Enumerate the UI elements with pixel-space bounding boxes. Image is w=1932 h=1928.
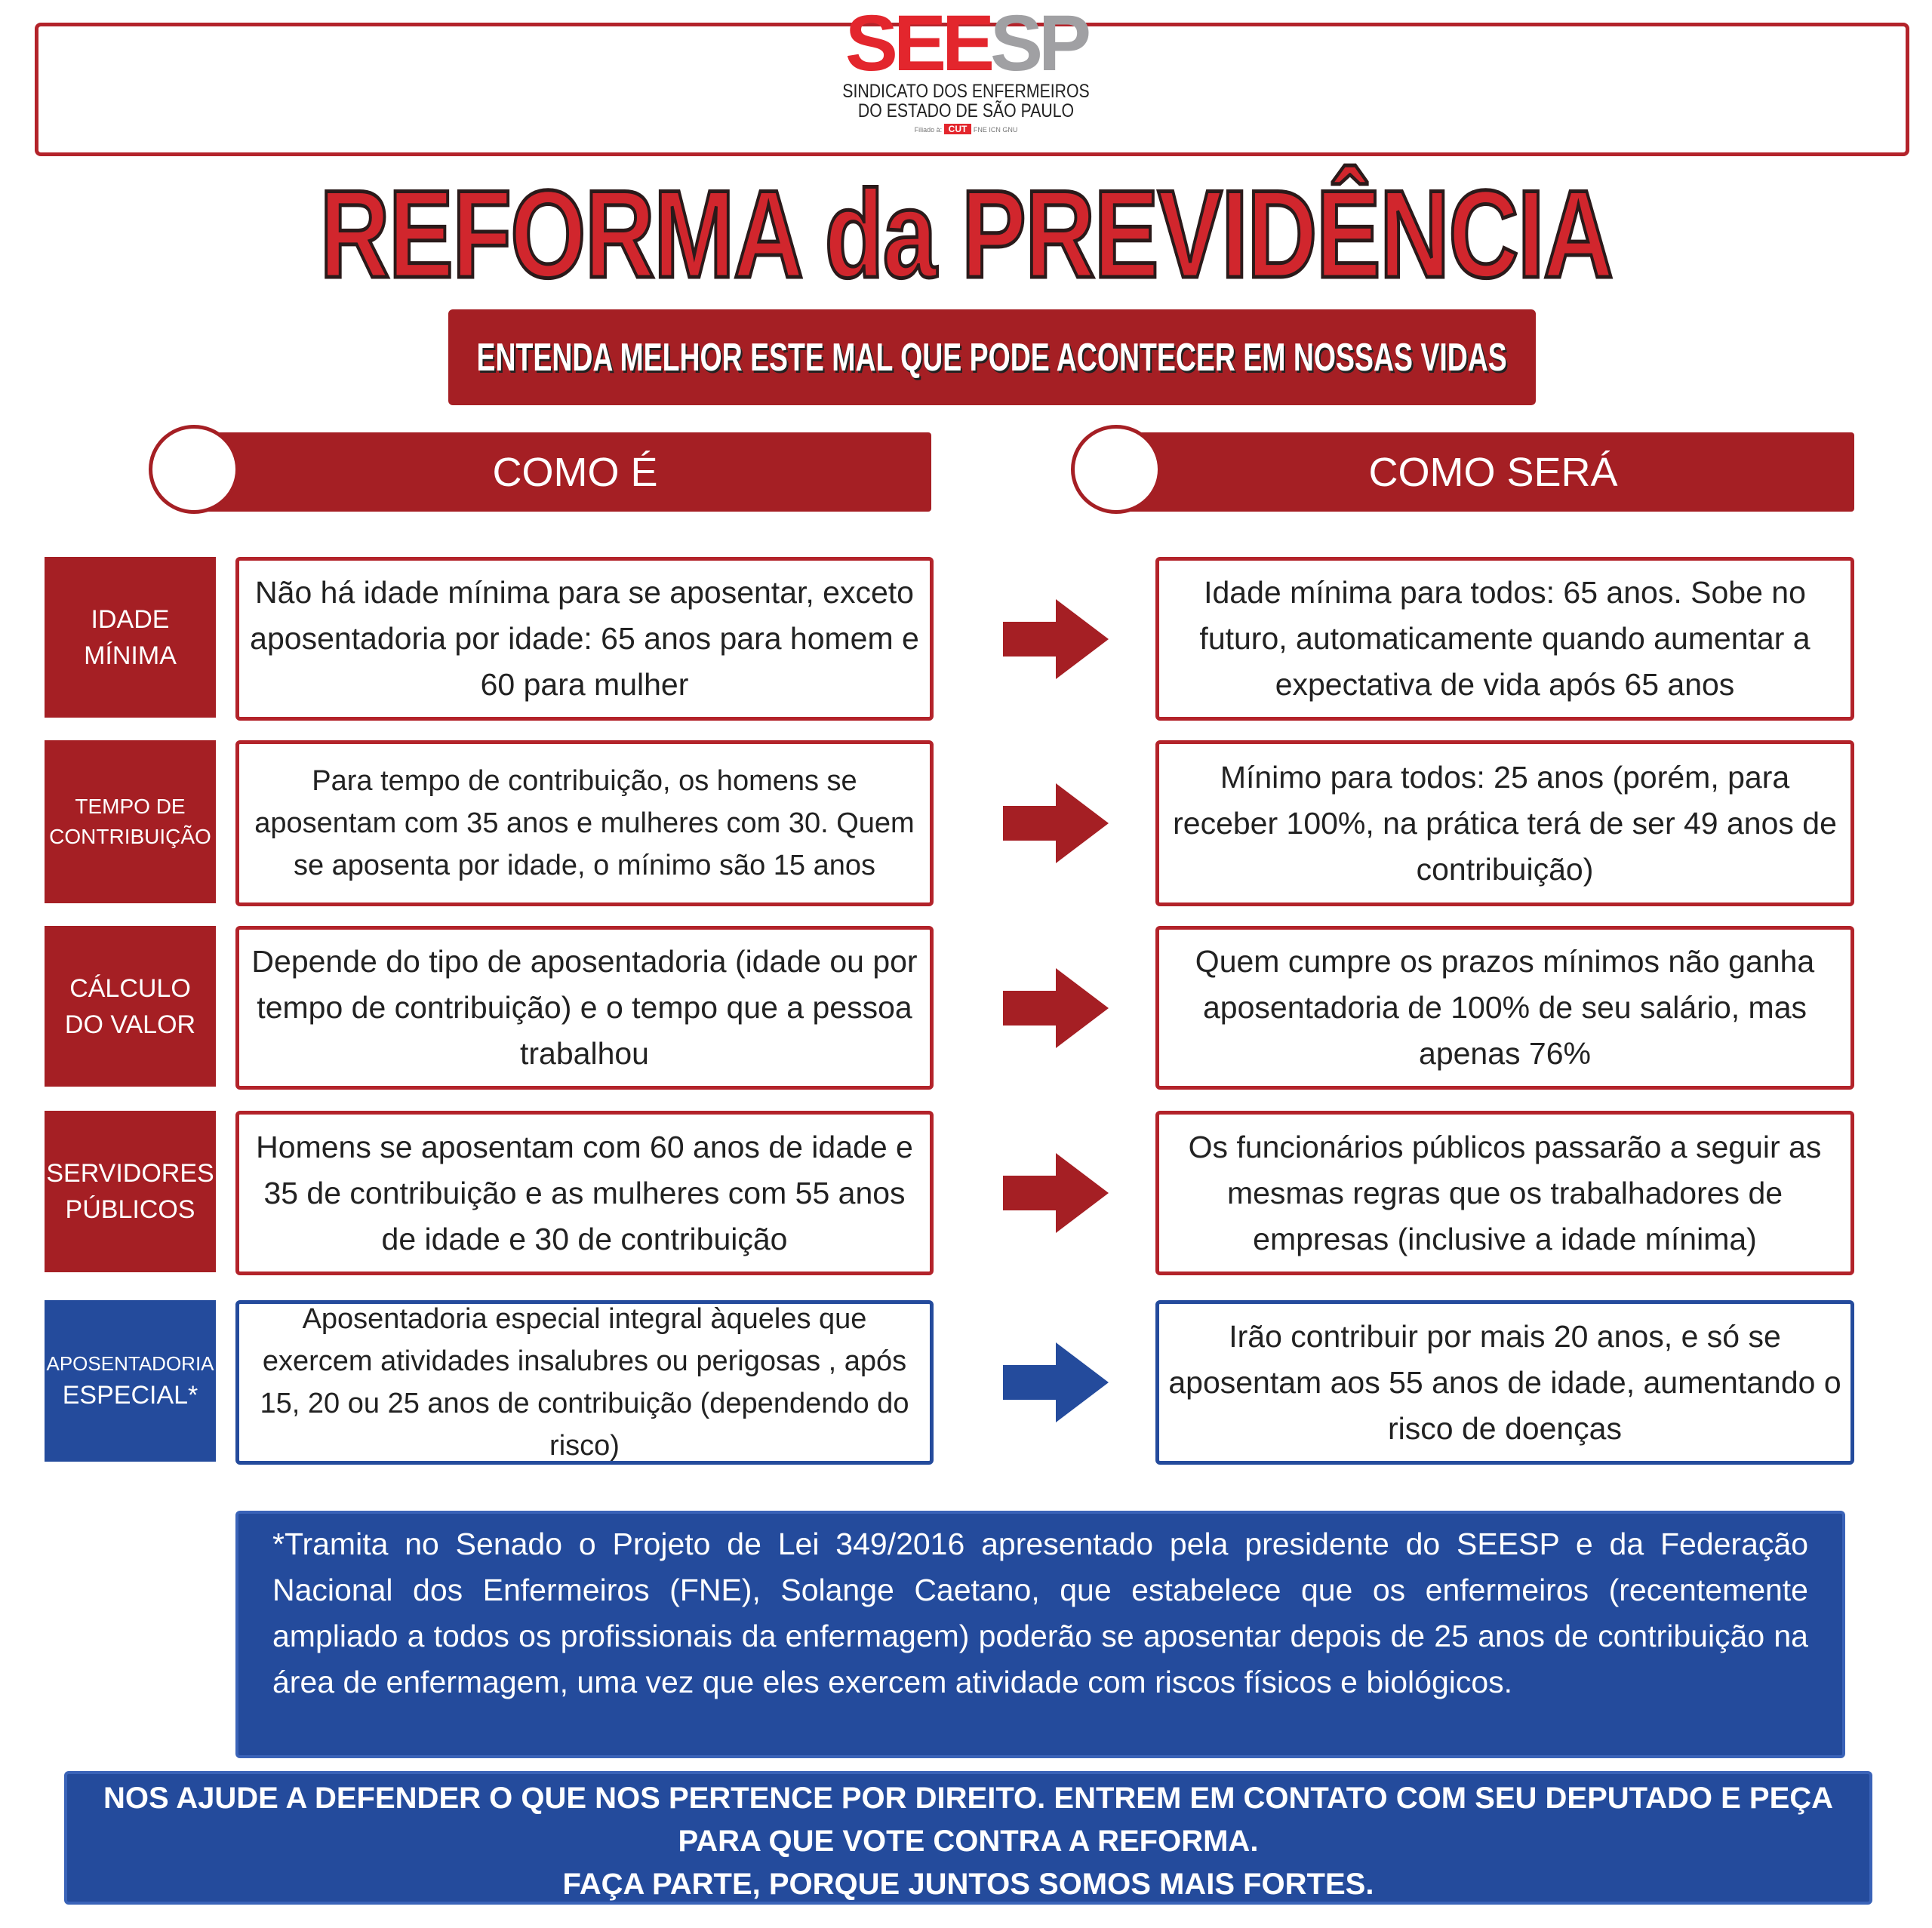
future-rule: Mínimo para todos: 25 anos (porém, para … — [1155, 740, 1854, 906]
cta-line2: FAÇA PARTE, PORQUE JUNTOS SOMOS MAIS FOR… — [562, 1868, 1374, 1901]
future-rule: Idade mínima para todos: 65 anos. Sobe n… — [1155, 557, 1854, 721]
current-rule: Depende do tipo de aposentadoria (idade … — [235, 926, 934, 1090]
fne-logo: FNE — [973, 126, 987, 134]
current-rule: Para tempo de contribuição, os homens se… — [235, 740, 934, 906]
affiliated-label: Filiado à: — [914, 126, 943, 134]
row-label: CÁLCULO DO VALOR — [45, 926, 216, 1087]
current-rule: Homens se aposentam com 60 anos de idade… — [235, 1111, 934, 1275]
header-banner — [35, 23, 1909, 156]
row-label-top: APOSENTADORIA — [46, 1352, 214, 1375]
logo-line1: SINDICATO DOS ENFERMEIROS — [842, 81, 1090, 102]
subtitle-banner: ENTENDA MELHOR ESTE MAL QUE PODE ACONTEC… — [448, 309, 1536, 405]
seesp-logo: SEESP SINDICATO DOS ENFERMEIROS DO ESTAD… — [755, 4, 1177, 134]
cut-logo: CUT — [943, 124, 972, 134]
footnote: *Tramita no Senado o Projeto de Lei 349/… — [235, 1511, 1845, 1758]
arrow-right-icon — [1003, 598, 1109, 679]
future-rule: Quem cumpre os prazos mínimos não ganha … — [1155, 926, 1854, 1090]
row-label: TEMPO DE CONTRIBUIÇÃO — [45, 740, 216, 903]
header-como-e: COMO É — [196, 432, 931, 512]
header-right-label: COMO SERÁ — [1368, 449, 1618, 495]
affiliates: Filiado à: CUT FNE ICN GNU — [755, 124, 1177, 134]
current-rule: Não há idade mínima para se aposentar, e… — [235, 557, 934, 721]
row-label: IDADE MÍNIMA — [45, 557, 216, 718]
arrow-right-icon — [1003, 967, 1109, 1048]
logo-see: SEE — [844, 0, 995, 88]
page-title: REFORMA da PREVIDÊNCIA — [318, 165, 1615, 303]
circle-icon — [149, 425, 239, 514]
arrow-right-icon — [1003, 1153, 1109, 1233]
row-label: SERVIDORES PÚBLICOS — [45, 1111, 216, 1272]
call-to-action: NOS AJUDE A DEFENDER O QUE NOS PERTENCE … — [64, 1771, 1872, 1905]
arrow-right-icon — [1003, 783, 1109, 863]
future-rule: Irão contribuir por mais 20 anos, e só s… — [1155, 1300, 1854, 1465]
cta-line1: NOS AJUDE A DEFENDER O QUE NOS PERTENCE … — [103, 1782, 1834, 1858]
icn-logo: ICN — [989, 126, 1001, 134]
gnu-logo: GNU — [1002, 126, 1018, 134]
row-label: APOSENTADORIA ESPECIAL* — [45, 1300, 216, 1462]
logo-line2: DO ESTADO DE SÃO PAULO — [857, 100, 1075, 121]
future-rule: Os funcionários públicos passarão a segu… — [1155, 1111, 1854, 1275]
header-como-sera: COMO SERÁ — [1117, 432, 1854, 512]
subtitle: ENTENDA MELHOR ESTE MAL QUE PODE ACONTEC… — [476, 335, 1508, 380]
circle-icon — [1071, 425, 1161, 514]
current-rule: Aposentadoria especial integral àqueles … — [235, 1300, 934, 1465]
header-left-label: COMO É — [492, 449, 658, 495]
arrow-right-icon — [1003, 1342, 1109, 1422]
row-label-bottom: ESPECIAL* — [62, 1381, 198, 1410]
logo-sp: SP — [990, 0, 1091, 88]
